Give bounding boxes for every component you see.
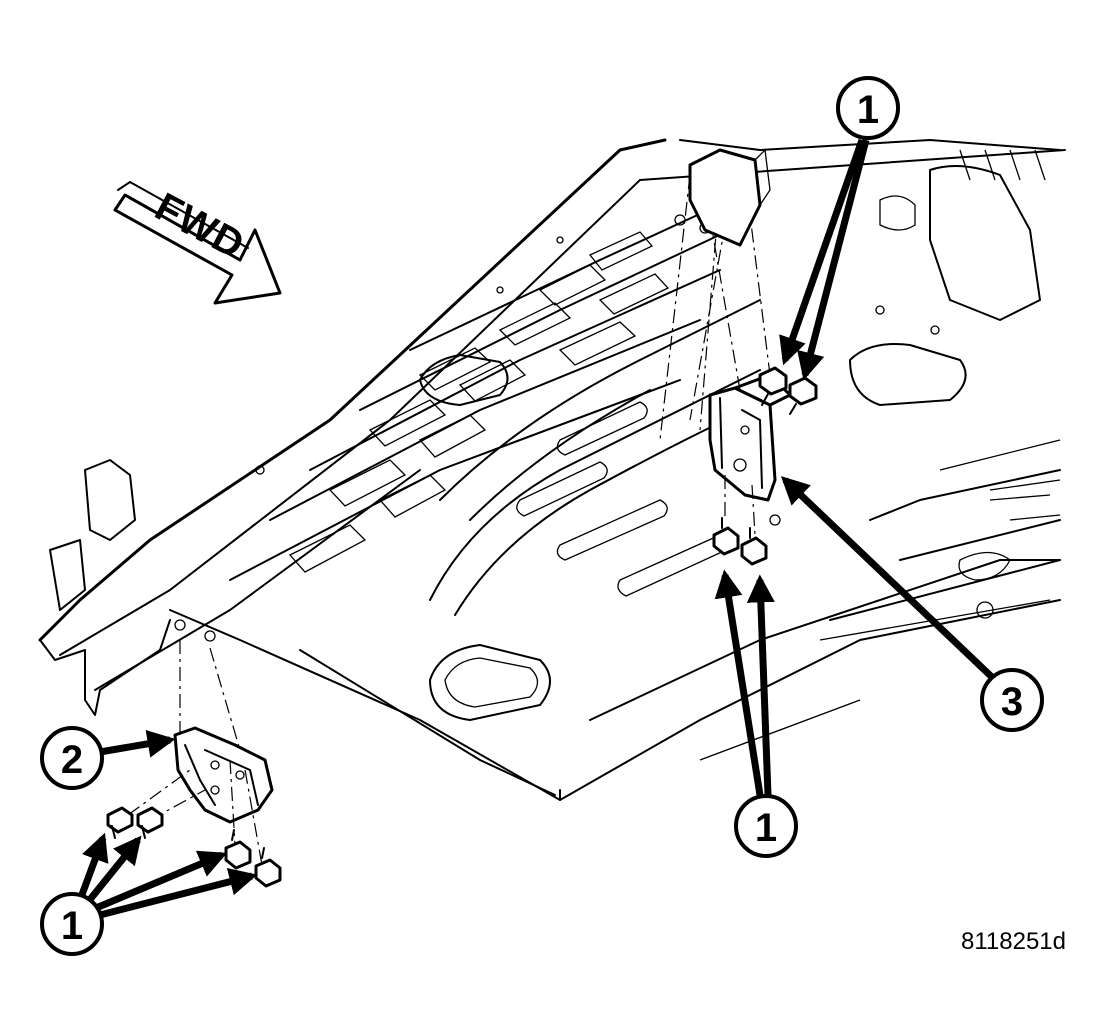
callout-number: 2 (61, 738, 83, 782)
leader-arrow-3 (780, 476, 998, 683)
bolt-icon (106, 806, 134, 839)
bolt-icon (224, 829, 252, 870)
callout-number: 1 (857, 88, 879, 132)
figure-id: 8118251d (961, 928, 1066, 955)
callout-3: 3 (980, 668, 1044, 732)
leader-arrow-top-b (797, 139, 870, 381)
bolt-group-lower-left (106, 806, 282, 888)
callout-2: 2 (40, 726, 104, 790)
callout-number: 1 (61, 904, 83, 948)
leader-arrow-lower-d (99, 868, 258, 919)
bolt-icon (136, 806, 164, 839)
bolt-icon (788, 376, 818, 415)
callout-1-top: 1 (836, 76, 900, 140)
leader-lines (76, 138, 998, 919)
leader-arrow-center-a (714, 569, 764, 796)
upper-mount-plate (688, 148, 771, 247)
leader-arrow-lower-b (85, 835, 142, 905)
bolt-icon (712, 517, 740, 556)
leader-arrow-2 (99, 729, 176, 758)
callout-number: 3 (1001, 680, 1023, 724)
leader-arrow-lower-c (94, 850, 228, 912)
callout-1-bottom-left: 1 (40, 892, 104, 956)
bolt-icon (740, 527, 768, 566)
leader-arrow-top-a (779, 138, 866, 366)
callout-number: 1 (755, 806, 777, 850)
bracket-part-2 (173, 726, 274, 824)
leader-arrow-center-b (746, 574, 775, 796)
callout-1-bottom-center: 1 (734, 794, 798, 858)
fwd-label: FWD (148, 185, 252, 268)
leader-arrow-lower-a (76, 832, 109, 902)
fwd-direction-arrow: FWD (113, 181, 282, 305)
bolt-icon (758, 366, 788, 406)
bracket-part-3 (708, 373, 792, 502)
floor-pan (38, 138, 1066, 801)
